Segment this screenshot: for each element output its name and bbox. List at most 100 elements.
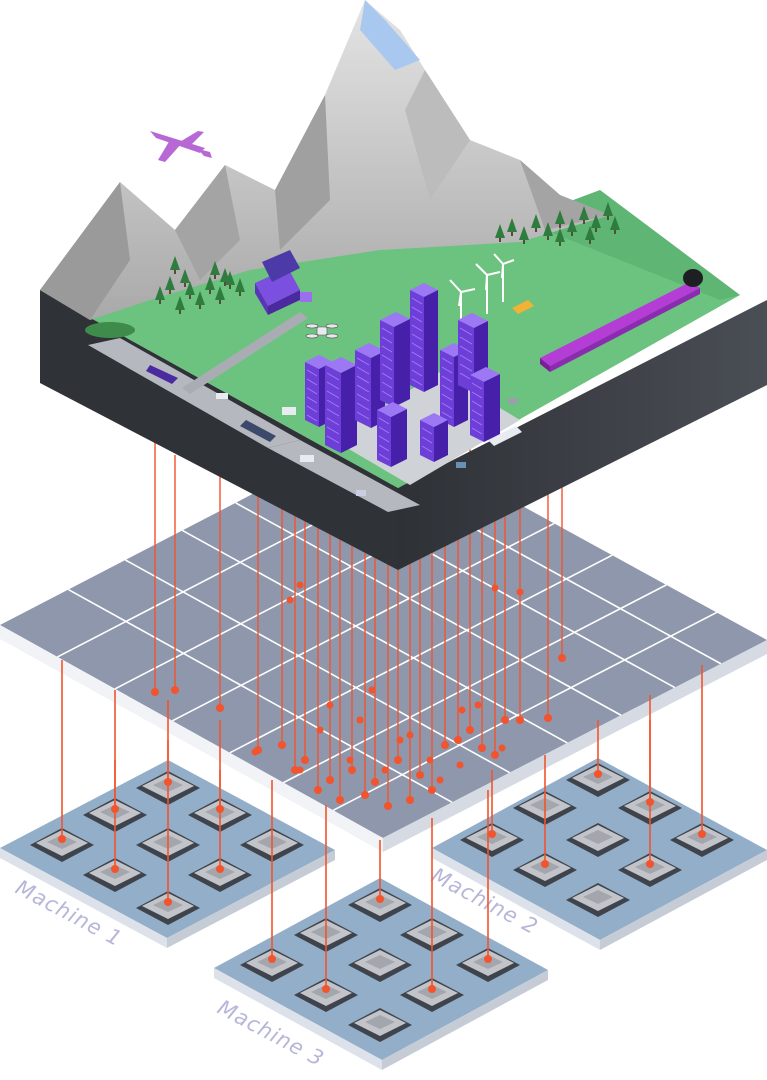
building: [420, 413, 448, 462]
building: [325, 357, 357, 453]
terrain-side-right: [398, 300, 767, 570]
tree-icon: [567, 218, 577, 236]
connector-dot: [458, 706, 466, 714]
bush: [85, 322, 135, 338]
connector-dot: [478, 744, 486, 752]
connector-dot: [348, 766, 356, 774]
connector-dot: [278, 741, 286, 749]
chip-icon: [136, 891, 200, 925]
chip-icon: [566, 823, 630, 857]
grid-line: [332, 611, 718, 812]
connector-dot: [396, 736, 404, 744]
tree-icon: [585, 226, 595, 244]
bus-icon: [240, 420, 522, 446]
connector-dot: [346, 756, 354, 764]
connector-dot: [361, 791, 369, 799]
connector-dot: [441, 741, 449, 749]
connector-dot: [111, 865, 119, 873]
connector-dot: [456, 761, 464, 769]
connector-dot: [646, 860, 654, 868]
connector-dot: [371, 778, 379, 786]
machine-boards: [0, 758, 767, 1070]
tree-icon: [220, 268, 230, 286]
grid-plane: [0, 428, 767, 852]
mountain-range: [40, 0, 610, 320]
connector-dot: [286, 596, 294, 604]
truck-icon: [146, 300, 534, 384]
grid-line: [171, 522, 555, 722]
tree-icon: [185, 281, 195, 299]
chip-group: [30, 763, 734, 1042]
chip-icon: [30, 828, 94, 862]
drone-icon: [305, 323, 339, 339]
connector-dot: [381, 766, 389, 774]
connector-dot: [296, 766, 304, 774]
connector-dot: [491, 584, 499, 592]
tree-icon: [495, 224, 505, 242]
grid-line: [283, 584, 667, 784]
chip-icon: [348, 1008, 412, 1042]
connector-dot: [314, 786, 322, 794]
connector-dot: [474, 701, 482, 709]
tree-group: [85, 202, 620, 338]
train-icon: [540, 269, 703, 372]
connector-dot: [498, 744, 506, 752]
connector-dot: [171, 686, 179, 694]
airplane-icon: [150, 131, 212, 162]
tree-icon: [555, 210, 565, 228]
connector-dot: [516, 716, 524, 724]
grid-to-machine-connectors: [58, 660, 706, 993]
connector-dot: [594, 770, 602, 778]
tree-icon: [210, 261, 220, 279]
connector-dot: [454, 736, 462, 744]
connector-dot: [426, 756, 434, 764]
building: [377, 402, 407, 467]
connector-dot: [326, 776, 334, 784]
terrain-to-grid-connectors: [151, 440, 566, 810]
connector-dot: [376, 895, 384, 903]
chip-icon: [240, 828, 304, 862]
connector-dot: [216, 865, 224, 873]
connector-dot: [698, 830, 706, 838]
tree-icon: [531, 214, 541, 232]
house-icon: [255, 250, 312, 315]
connector-dot: [488, 830, 496, 838]
tree-icon: [215, 286, 225, 304]
chip-icon: [348, 948, 412, 982]
tree-icon: [555, 228, 565, 246]
city-buildings: [305, 283, 500, 467]
wind-turbine-icon: [449, 253, 515, 330]
connector-dot: [216, 704, 224, 712]
tree-icon: [155, 286, 165, 304]
tree-icon: [519, 226, 529, 244]
building: [470, 367, 500, 442]
connector-dot: [484, 955, 492, 963]
connector-dot: [316, 726, 324, 734]
terrain-block: [40, 0, 767, 570]
tree-icon: [235, 278, 245, 296]
grid-line: [235, 502, 622, 716]
connector-dot: [356, 716, 364, 724]
connector-dot: [466, 726, 474, 734]
connector-dot: [336, 796, 344, 804]
tree-icon: [507, 218, 517, 236]
building: [410, 283, 438, 392]
connector-dot: [251, 748, 259, 756]
tree-icon: [175, 296, 185, 314]
tree-icon: [610, 216, 620, 234]
connector-dot: [301, 756, 309, 764]
connector-dot: [406, 731, 414, 739]
connector-dot: [541, 860, 549, 868]
tree-icon: [579, 206, 589, 224]
connector-dot: [436, 776, 444, 784]
tree-icon: [165, 276, 175, 294]
chip-icon: [188, 798, 252, 832]
chip-icon: [566, 883, 630, 917]
connector-dot: [268, 955, 276, 963]
connector-dot: [428, 786, 436, 794]
tree-icon: [195, 291, 205, 309]
connector-dot: [296, 581, 304, 589]
connector-dot: [491, 751, 499, 759]
connector-dot: [368, 686, 376, 694]
